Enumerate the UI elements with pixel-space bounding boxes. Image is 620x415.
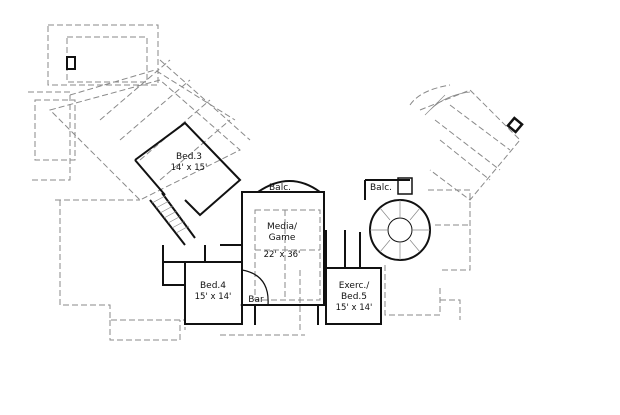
label-bar: Bar [248, 295, 264, 305]
exterior-dashed-lines [28, 24, 521, 341]
label-balc-right: Balc. [370, 183, 392, 193]
room-bed3: Bed.3 14' x 15' [164, 152, 214, 174]
room-exerc-dims: 15' x 14' [335, 303, 373, 313]
room-media-name2: Game [268, 233, 296, 243]
room-bed3-dims: 14' x 15' [170, 163, 208, 173]
label-balc-center: Balc. [269, 183, 291, 193]
room-media-game: Media/ Game 22' x 36' [257, 222, 307, 261]
room-exerc-name: Exerc./ [338, 281, 370, 291]
room-media-name: Media/ [266, 222, 298, 232]
room-exerc-name2: Bed.5 [340, 292, 367, 302]
room-exerc-bed5: Exerc./ Bed.5 15' x 14' [329, 281, 379, 314]
bar-counter [241, 269, 269, 306]
room-bed4-dims: 15' x 14' [194, 292, 232, 302]
room-bed4-name: Bed.4 [199, 281, 226, 291]
room-media-dims: 22' x 36' [263, 250, 301, 260]
room-bed4: Bed.4 15' x 14' [188, 281, 238, 303]
room-bed3-name: Bed.3 [175, 152, 202, 162]
stair-treads [151, 91, 471, 260]
